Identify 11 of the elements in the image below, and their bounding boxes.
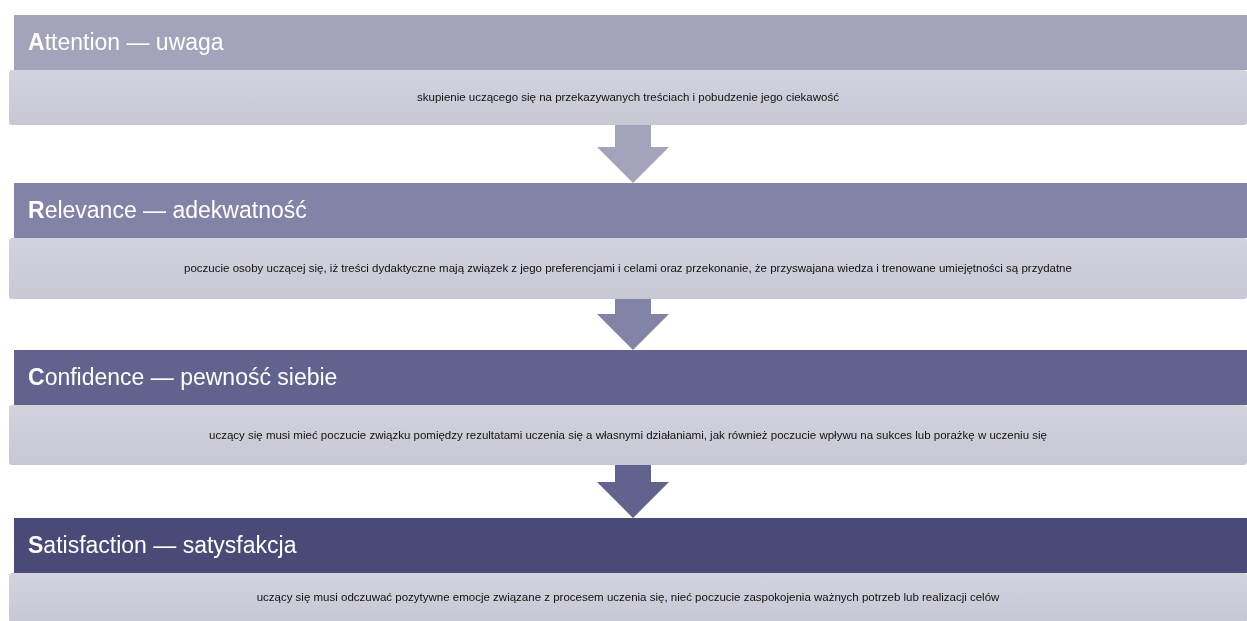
stage-header: Satisfaction — satysfakcja xyxy=(14,518,1247,573)
stage-header: Relevance — adekwatność xyxy=(14,183,1247,238)
stage-header: Attention — uwaga xyxy=(14,15,1247,70)
stage-header: Confidence — pewność siebie xyxy=(14,350,1247,405)
arrow xyxy=(597,465,669,518)
description-box: uczący się musi mieć poczucie związku pomiędzy rezultatami uczenia się a własnymi działaniami, jak również poczucie wpływu na sukces lub porażkę w uczeniu się xyxy=(9,405,1247,465)
description-box: skupienie uczącego się na przekazywanych treściach i pobudzenie jego ciekawość xyxy=(9,70,1247,125)
description-box: poczucie osoby uczącej się, iż treści dydaktyczne mają związek z jego preferencjami i celami oraz przekonanie, że przyswajana wiedza i trenowane umiejętności są przydatne xyxy=(9,238,1247,299)
arrow xyxy=(597,125,669,183)
arrow xyxy=(597,299,669,350)
description-box: uczący się musi odczuwać pozytywne emocje związane z procesem uczenia się, nieć poczucie zaspokojenia ważnych potrzeb lub realizacji celów xyxy=(9,573,1247,621)
